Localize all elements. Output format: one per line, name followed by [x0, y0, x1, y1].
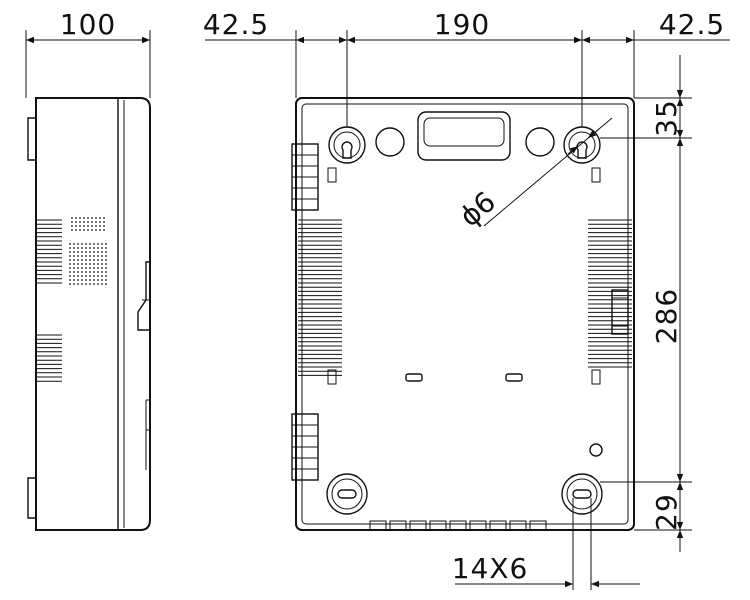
- vertical-spacing-label: 286: [650, 288, 683, 344]
- mount-offset-left-label: 42.5: [203, 8, 269, 41]
- top-offset-label: 35: [650, 99, 683, 137]
- side-view: 100: [25, 8, 151, 531]
- back-view: 42.5 190 42.5 35 286 29 ϕ 6 14X6: [203, 8, 730, 590]
- slot-size-label: 14X6: [452, 552, 529, 585]
- mount-spacing-label: 190: [434, 8, 490, 41]
- mount-offset-right-label: 42.5: [659, 8, 725, 41]
- bottom-offset-label: 29: [650, 493, 683, 531]
- side-width-label: 100: [60, 8, 116, 41]
